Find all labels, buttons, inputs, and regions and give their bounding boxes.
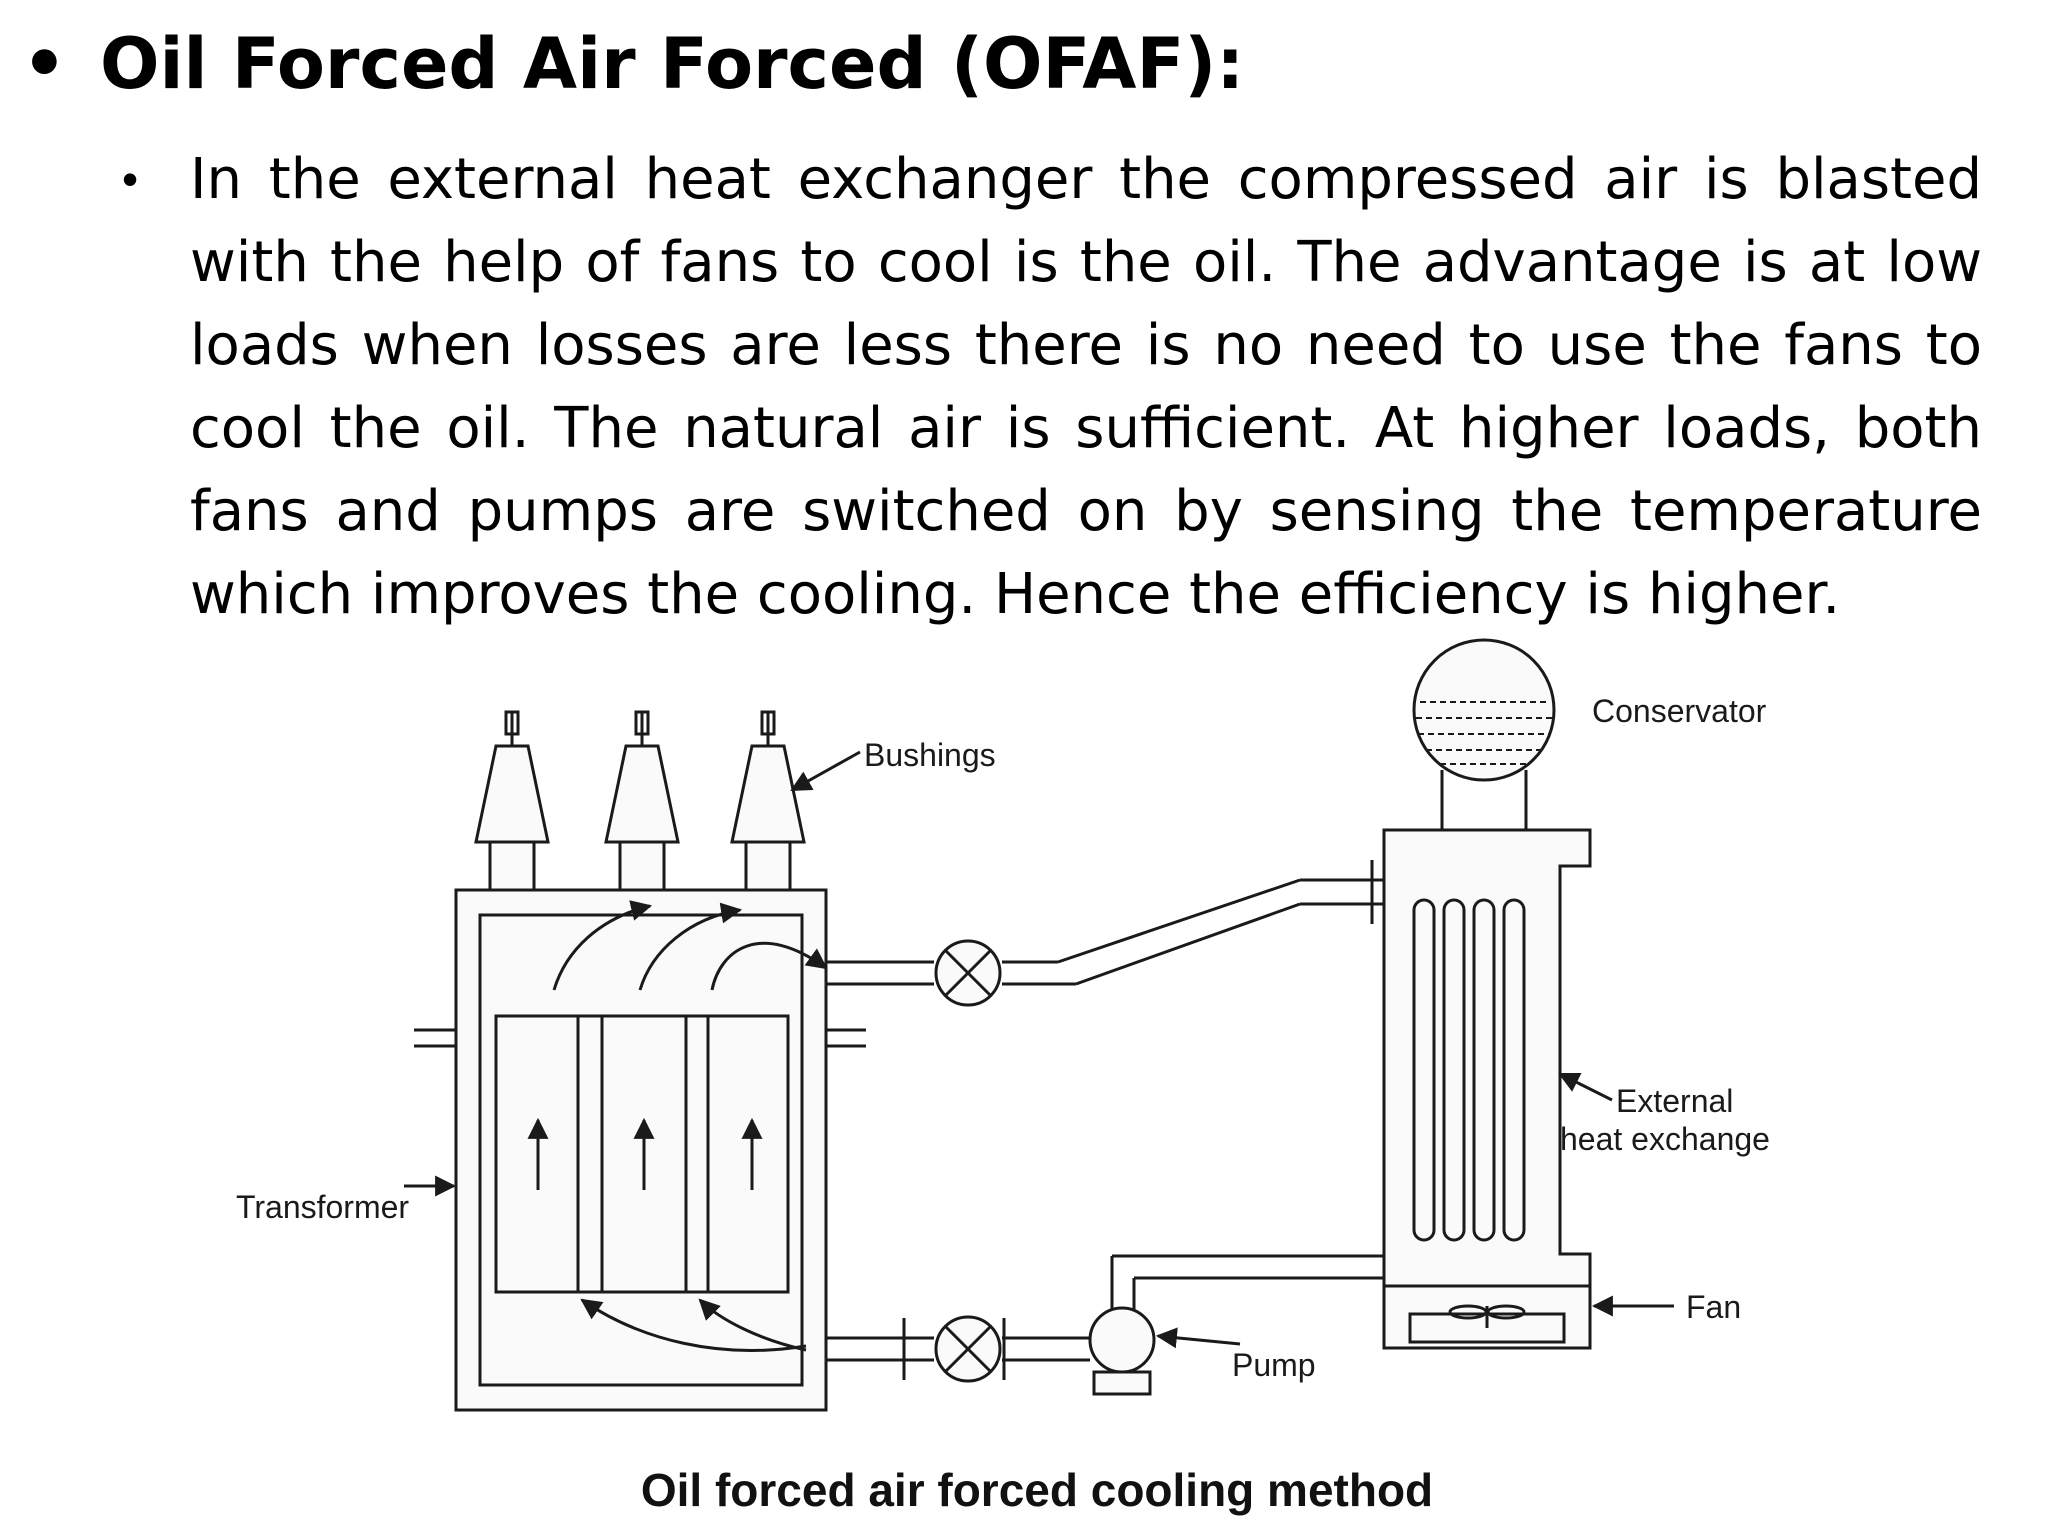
bushing-1 [474,710,550,892]
conservator [1412,638,1556,830]
heat-exchange-leader-arrow [1558,1072,1613,1102]
external-heat-exchange-label-line2: heat exchange [1560,1121,1770,1157]
bushings-label: Bushings [864,737,996,773]
upper-valve [934,939,1002,1007]
heading-text: Oil Forced Air Forced (OFAF): [100,23,1245,105]
lower-oil-pipe [826,1254,1384,1380]
bushings-leader-arrow [790,750,861,792]
external-heat-exchanger [1382,828,1592,1288]
oil-flow-arrows [552,900,828,1352]
pump-leader-arrow [1155,1327,1241,1349]
lower-valve [934,1315,1002,1383]
fan-label: Fan [1686,1289,1741,1325]
fan [1382,1284,1592,1350]
core-windings [494,1014,790,1294]
pump-label: Pump [1232,1347,1316,1383]
bushing-2 [604,710,680,892]
bushing-3 [730,710,806,892]
slide-heading: • Oil Forced Air Forced (OFAF): [22,22,1244,106]
paragraph-bullet: • [122,153,139,205]
paragraph-text: In the external heat exchanger the compr… [190,147,1982,627]
transformer-label: Transformer [236,1189,409,1225]
heading-bullet: • [22,23,67,105]
pump [1088,1306,1156,1396]
upper-oil-pipe [826,860,1384,986]
conservator-label: Conservator [1592,693,1767,729]
diagram-caption: Oil forced air forced cooling method [641,1464,1433,1516]
external-heat-exchange-label-line1: External [1616,1083,1733,1119]
